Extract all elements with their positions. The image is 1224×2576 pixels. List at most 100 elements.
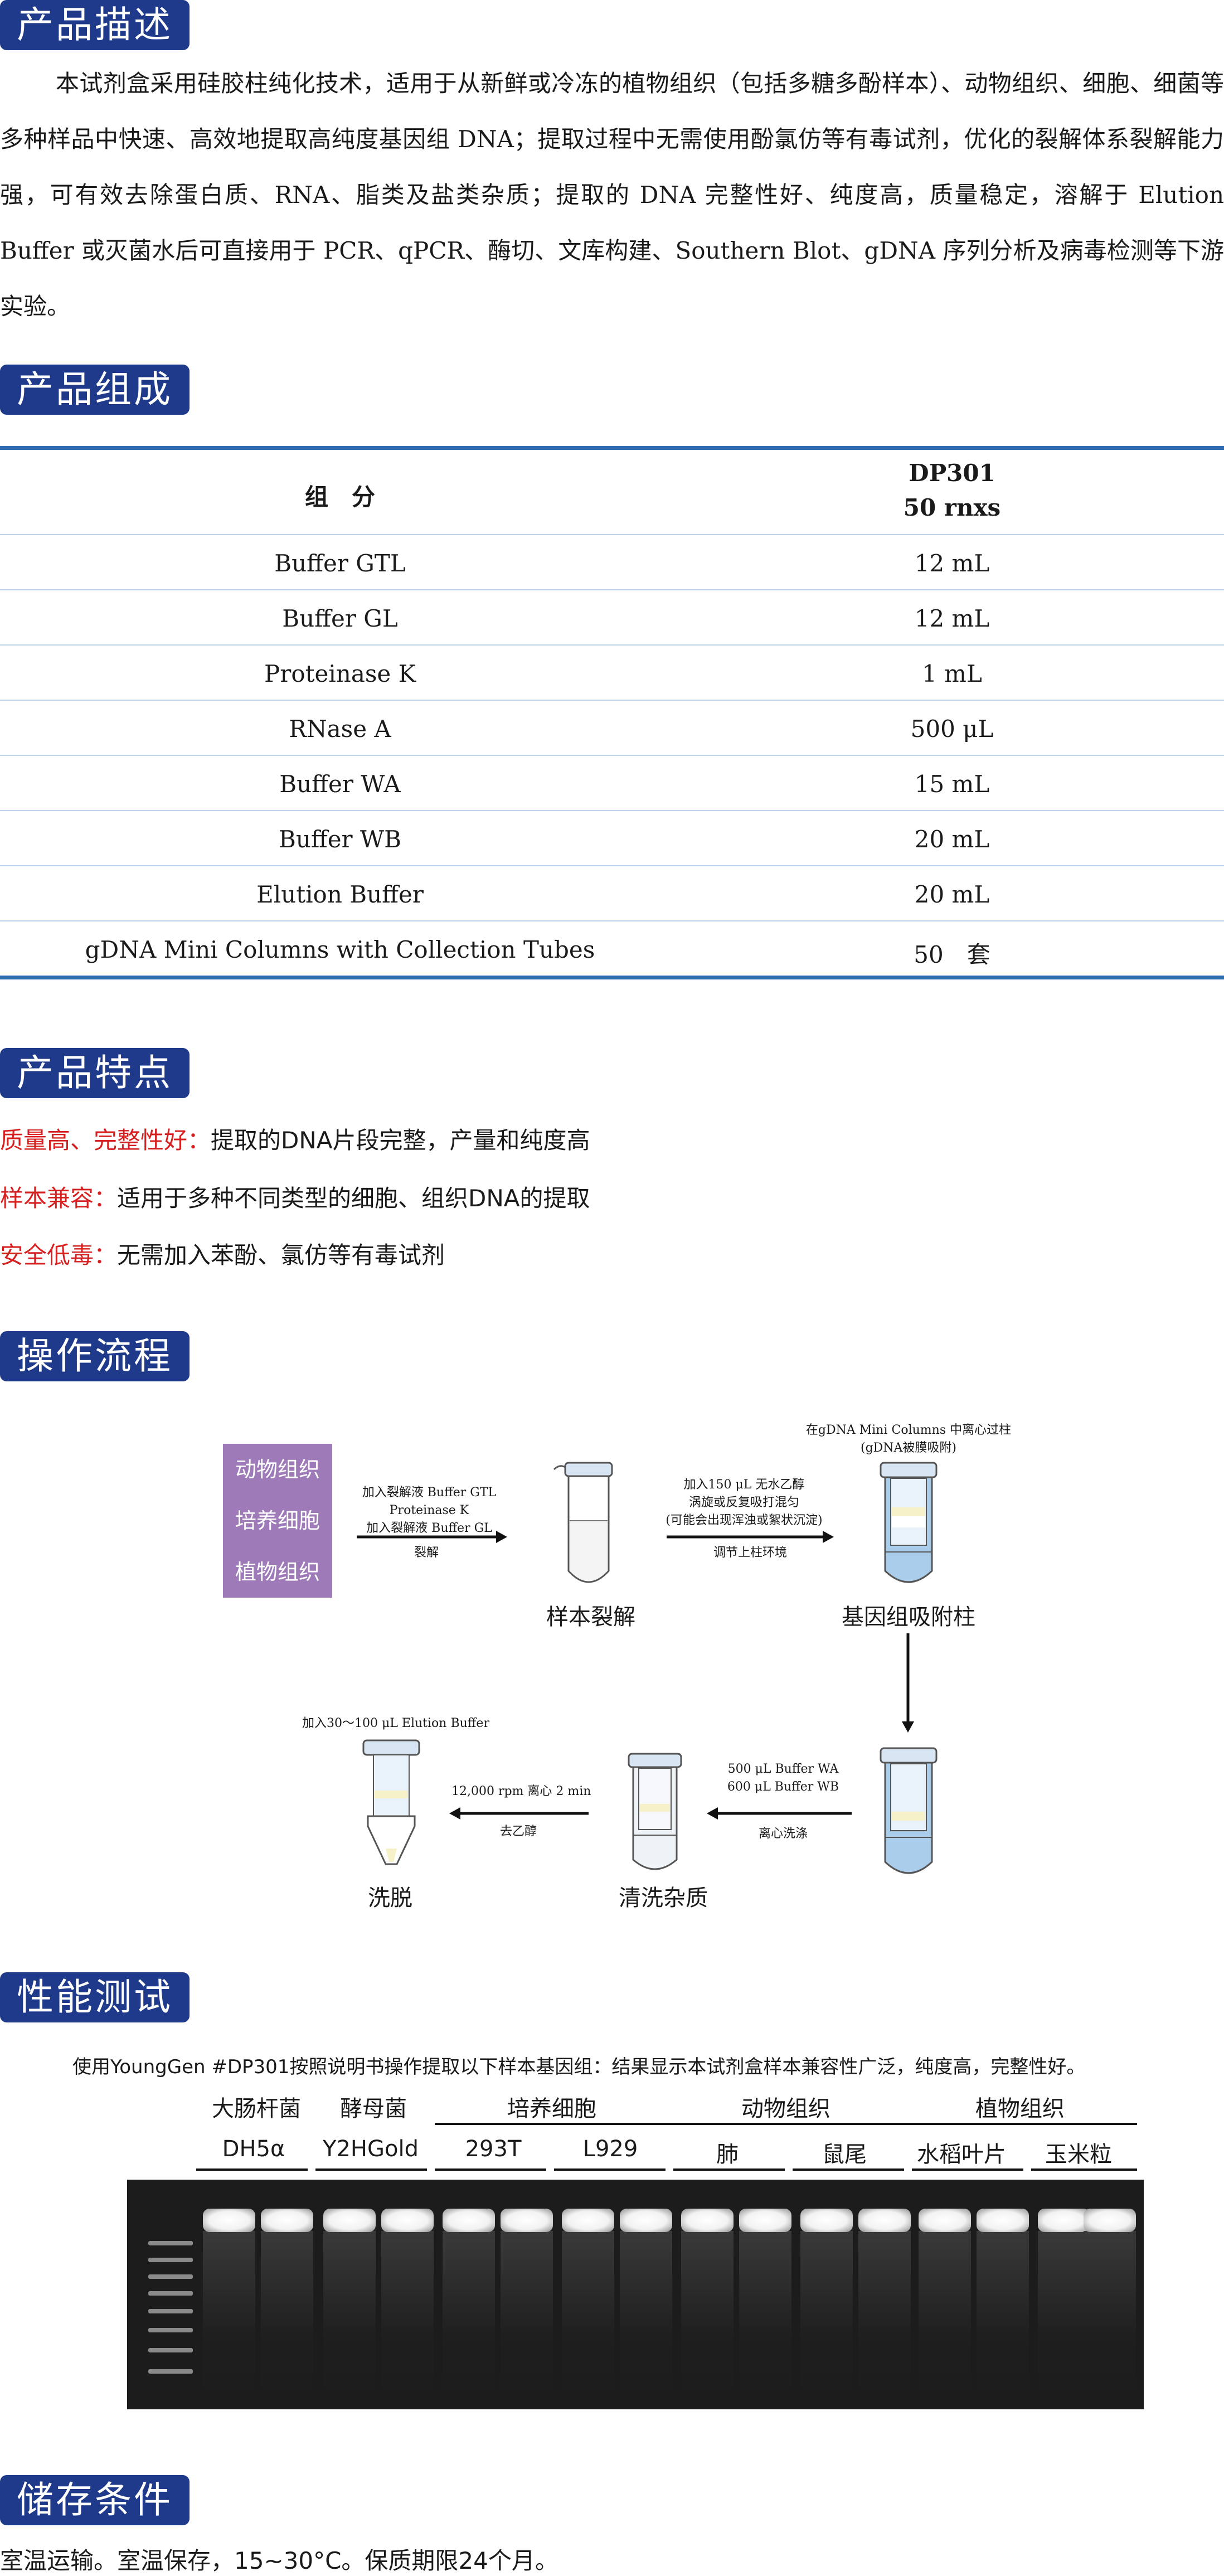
sample-label: L929 bbox=[582, 2136, 638, 2162]
lane-smear bbox=[739, 2231, 791, 2404]
table-row-component: Proteinase K bbox=[264, 660, 416, 687]
table-divider bbox=[0, 700, 1224, 701]
lane-smear bbox=[1038, 2231, 1090, 2404]
sample-type-item: 植物组织 bbox=[235, 1560, 320, 1584]
ladder-band bbox=[148, 2348, 193, 2352]
group-label: 动物组织 bbox=[741, 2096, 830, 2122]
step2-label: 基因组吸附柱 bbox=[842, 1604, 975, 1630]
table-header-reactions: 50 rnxs bbox=[903, 494, 1001, 521]
feature-item: 质量高、完整性好：提取的DNA片段完整，产量和纯度高 bbox=[0, 1122, 590, 1156]
gel-band bbox=[381, 2209, 434, 2232]
step3-below-note: 离心洗涤 bbox=[758, 1827, 808, 1841]
table-row-amount: 50 套 bbox=[914, 941, 990, 968]
sample-type-item: 动物组织 bbox=[235, 1457, 320, 1482]
group-label: 酵母菌 bbox=[340, 2096, 407, 2122]
sample-underline bbox=[554, 2169, 666, 2171]
arrow-right-icon bbox=[357, 1531, 507, 1543]
sample-underline bbox=[435, 2169, 546, 2171]
lane-smear bbox=[858, 2231, 911, 2404]
gel-band bbox=[261, 2209, 313, 2232]
lane-smear bbox=[1084, 2231, 1136, 2404]
gel-band bbox=[919, 2209, 971, 2232]
gel-band bbox=[501, 2209, 553, 2232]
table-row-component: gDNA Mini Columns with Collection Tubes bbox=[85, 936, 595, 963]
step3-label: 清洗杂质 bbox=[619, 1885, 708, 1911]
table-row-component: RNase A bbox=[289, 715, 391, 743]
step4-top-note: 加入30～100 μL Elution Buffer bbox=[302, 1716, 489, 1730]
arrow-right-icon bbox=[667, 1531, 834, 1543]
lane-smear bbox=[323, 2231, 376, 2404]
gel-band bbox=[443, 2209, 495, 2232]
feature-label: 安全低毒： bbox=[0, 1241, 118, 1269]
table-row-component: Elution Buffer bbox=[256, 881, 424, 908]
step4-note: 12,000 rpm 离心 2 min bbox=[451, 1784, 591, 1798]
table-row-amount: 12 mL bbox=[914, 605, 990, 632]
feature-text: 提取的DNA片段完整，产量和纯度高 bbox=[211, 1127, 590, 1154]
table-row-amount: 15 mL bbox=[914, 770, 990, 798]
group-underline bbox=[903, 2123, 1137, 2125]
feature-text: 适用于多种不同类型的细胞、组织DNA的提取 bbox=[117, 1185, 590, 1212]
step1-below-note: 裂解 bbox=[414, 1546, 439, 1560]
step1-label: 样本裂解 bbox=[546, 1604, 635, 1630]
sample-label: 肺 bbox=[716, 2142, 739, 2167]
gel-band bbox=[323, 2209, 376, 2232]
lane-smear bbox=[381, 2231, 434, 2404]
lane-smear bbox=[203, 2231, 255, 2404]
ladder-band bbox=[148, 2291, 193, 2296]
sample-label: 鼠尾 bbox=[822, 2142, 867, 2167]
step2-note: 加入150 μL 无水乙醇 涡旋或反复吸打混匀 (可能会出现浑浊或絮状沉淀) bbox=[666, 1478, 823, 1527]
ladder-band bbox=[148, 2258, 193, 2262]
gel-band bbox=[203, 2209, 255, 2232]
table-top-rule bbox=[0, 446, 1224, 450]
section-title-storage: 储存条件 bbox=[0, 2475, 190, 2525]
table-divider bbox=[0, 920, 1224, 921]
sample-underline bbox=[912, 2169, 1023, 2171]
step1-note: 加入裂解液 Buffer GTL Proteinase K 加入裂解液 Buff… bbox=[362, 1486, 497, 1535]
table-header-product-code: DP301 bbox=[909, 459, 995, 487]
description-paragraph: 本试剂盒采用硅胶柱纯化技术，适用于从新鲜或冷冻的植物组织（包括多糖多酚样本）、动… bbox=[0, 70, 1224, 320]
table-divider bbox=[0, 755, 1224, 756]
sample-underline bbox=[315, 2169, 427, 2171]
lane-smear bbox=[977, 2231, 1029, 2404]
table-row-amount: 12 mL bbox=[914, 550, 990, 577]
group-underline bbox=[435, 2123, 669, 2125]
sample-type-item: 培养细胞 bbox=[235, 1508, 320, 1533]
feature-label: 样本兼容： bbox=[0, 1185, 118, 1212]
step4-label: 洗脱 bbox=[368, 1885, 412, 1911]
gel-band bbox=[858, 2209, 911, 2232]
sample-type-box: 动物组织 培养细胞 植物组织 bbox=[223, 1444, 332, 1598]
lane-smear bbox=[261, 2231, 313, 2404]
sample-label: 水稻叶片 bbox=[917, 2142, 1006, 2167]
section-title-performance: 性能测试 bbox=[0, 1972, 190, 2022]
arrow-down-icon bbox=[902, 1633, 914, 1733]
gel-band bbox=[620, 2209, 672, 2232]
sample-underline bbox=[673, 2169, 785, 2171]
sample-label: DH5α bbox=[222, 2136, 285, 2162]
gel-band bbox=[1084, 2209, 1136, 2232]
gel-band bbox=[739, 2209, 791, 2232]
elution-tube-icon bbox=[362, 1739, 420, 1865]
storage-text: 室温运输。室温保存，15~30°C。保质期限24个月。 bbox=[0, 2547, 558, 2574]
ladder-band bbox=[148, 2328, 193, 2332]
lane-smear bbox=[620, 2231, 672, 2404]
column-tube-icon bbox=[880, 1462, 938, 1583]
step3-note: 500 μL Buffer WA 600 μL Buffer WB bbox=[727, 1762, 839, 1794]
table-row-amount: 500 μL bbox=[910, 715, 994, 743]
gel-band bbox=[562, 2209, 614, 2232]
gel-band bbox=[800, 2209, 853, 2232]
section-title-description: 产品描述 bbox=[0, 0, 190, 50]
table-row-component: Buffer WA bbox=[279, 770, 401, 798]
table-row-component: Buffer GTL bbox=[274, 550, 406, 577]
lane-smear bbox=[800, 2231, 853, 2404]
ladder-band bbox=[148, 2369, 193, 2374]
sample-underline bbox=[793, 2169, 904, 2171]
sample-label: Y2HGold bbox=[323, 2136, 419, 2162]
table-header-component: 组 分 bbox=[304, 483, 375, 511]
step2-below-note: 调节上柱环境 bbox=[713, 1546, 787, 1560]
ladder-band bbox=[148, 2274, 193, 2279]
feature-label: 质量高、完整性好： bbox=[0, 1127, 211, 1154]
table-bottom-rule bbox=[0, 976, 1224, 979]
lane-smear bbox=[562, 2231, 614, 2404]
lane-smear bbox=[501, 2231, 553, 2404]
column-tube-icon bbox=[628, 1753, 682, 1870]
